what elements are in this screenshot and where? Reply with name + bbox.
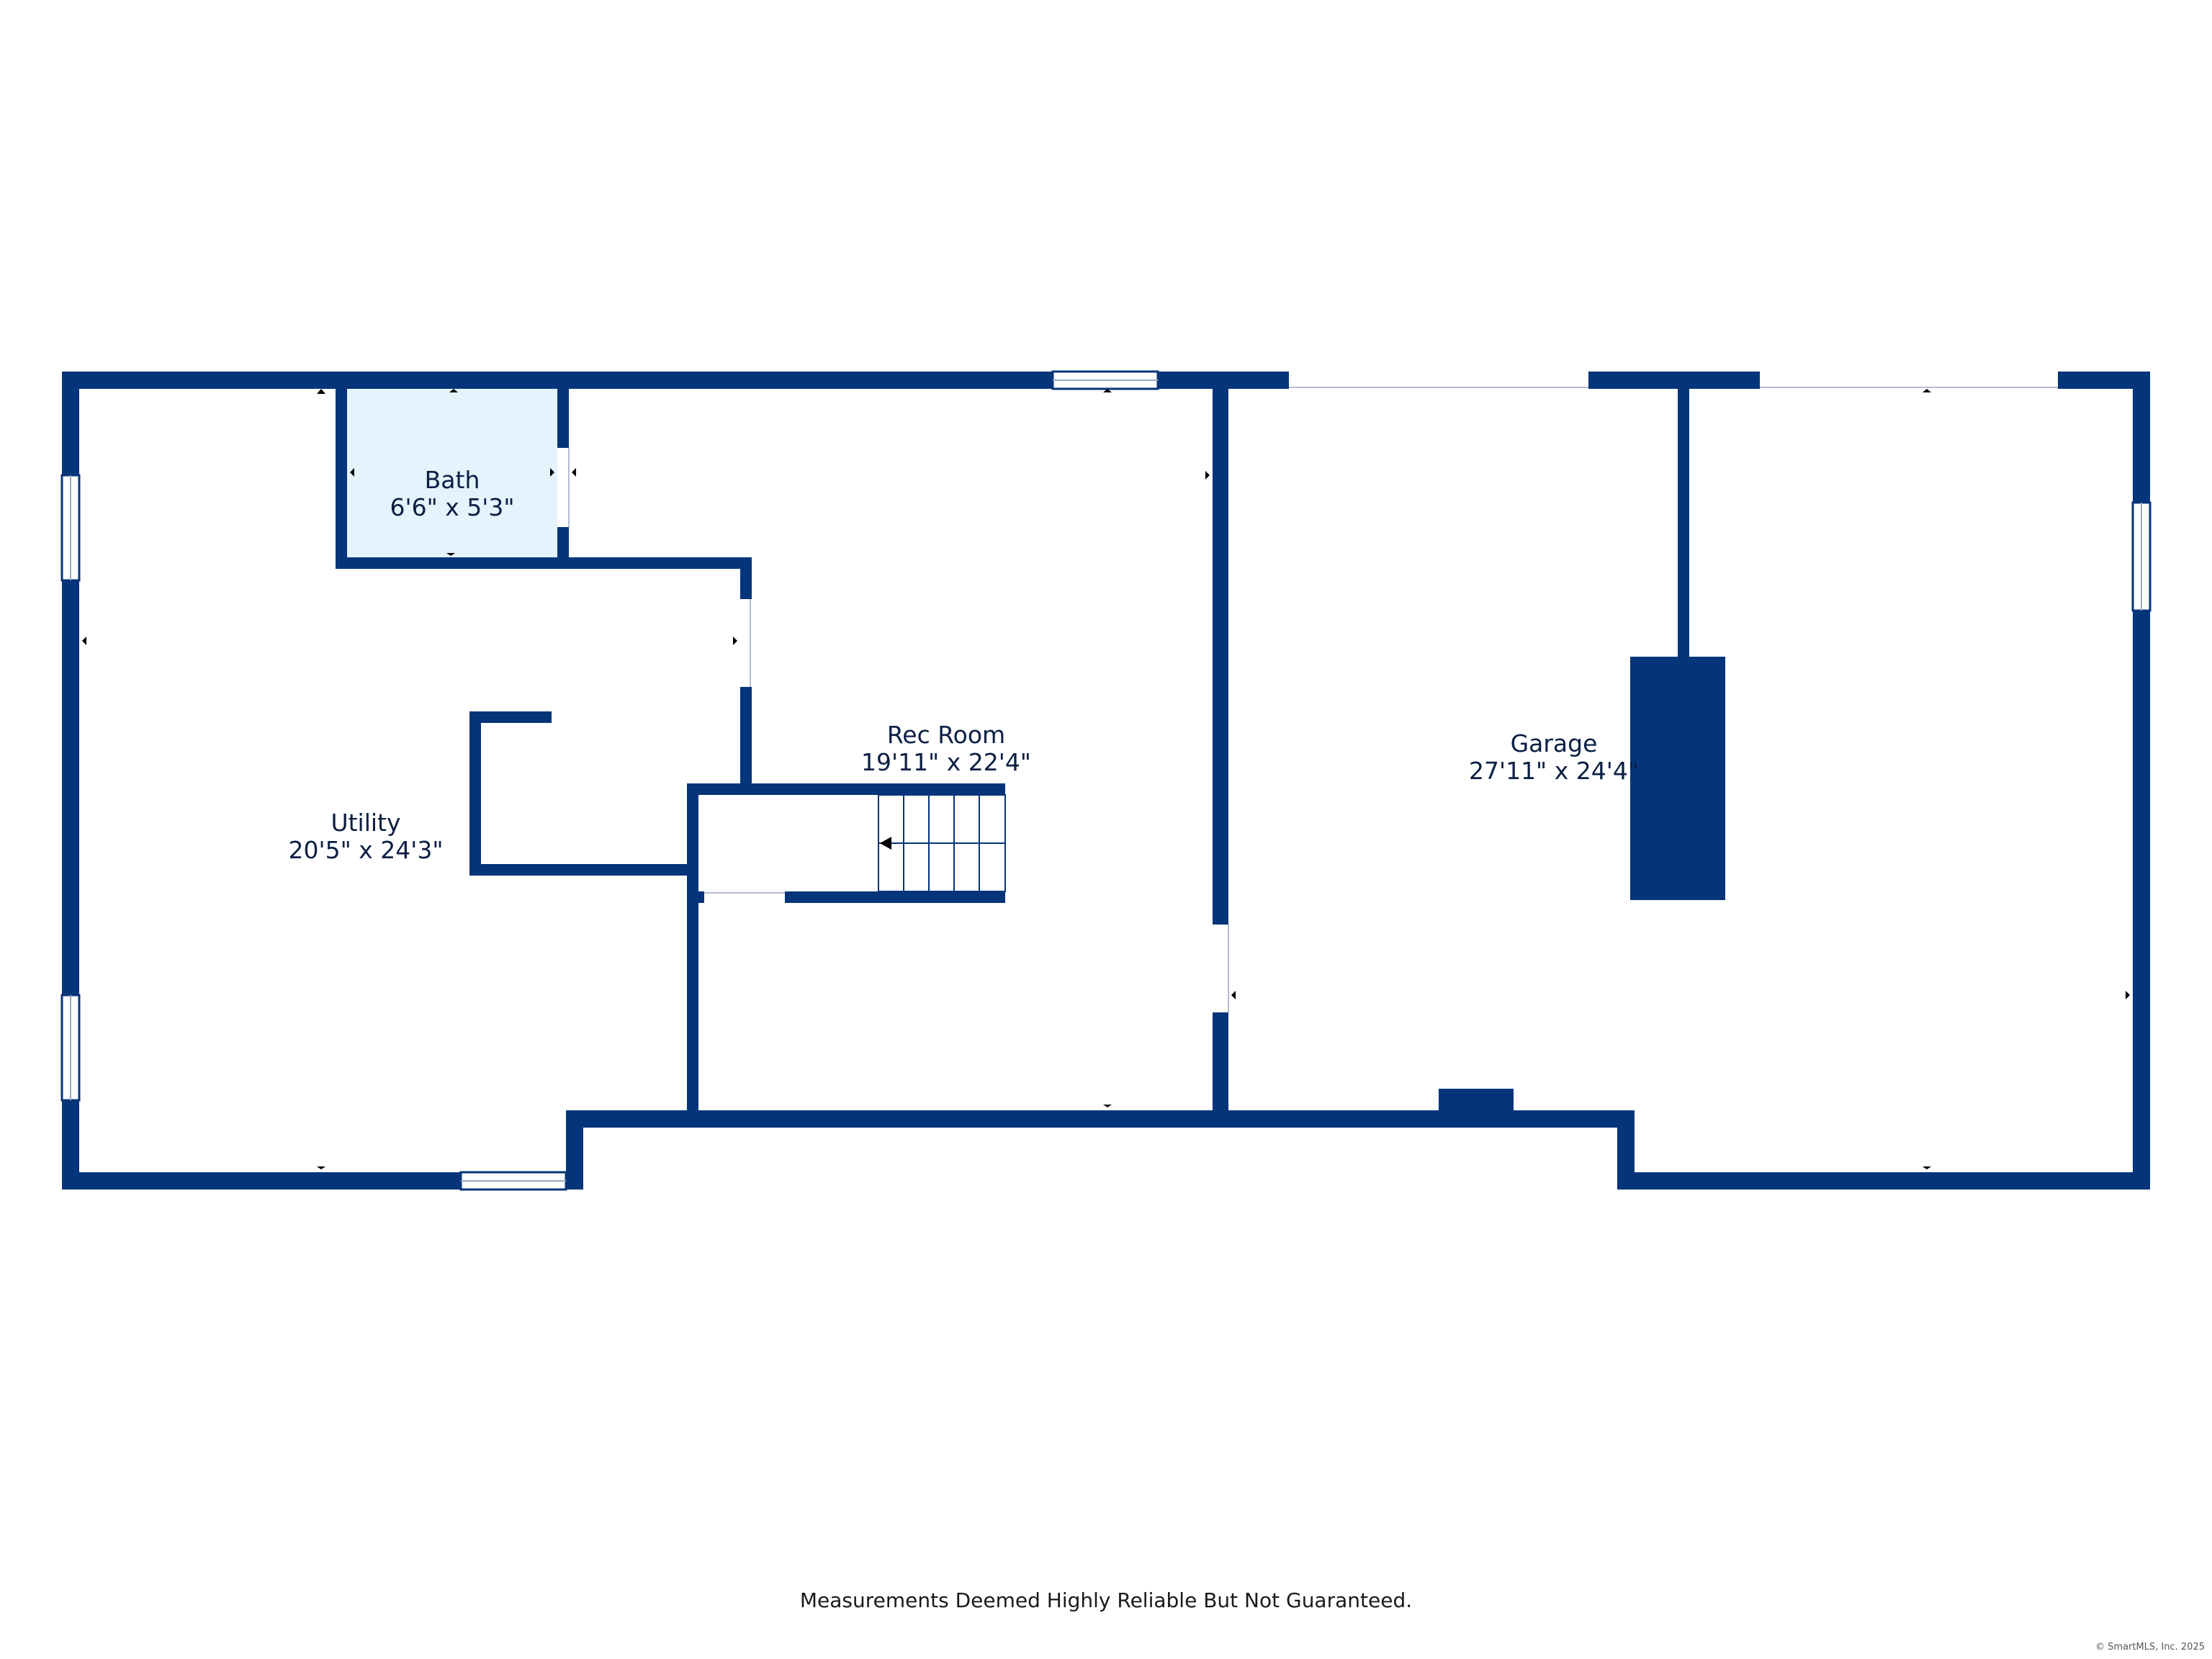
room-label-garage: Garage 27'11" x 24'4" bbox=[1469, 730, 1639, 785]
bath-dims: 6'6" x 5'3" bbox=[390, 493, 515, 521]
garage-dims: 27'11" x 24'4" bbox=[1469, 757, 1639, 785]
wall-bath-bottom bbox=[336, 557, 750, 569]
room-label-rec-room: Rec Room 19'11" x 22'4" bbox=[861, 721, 1031, 776]
wall-partition-left bbox=[469, 711, 481, 876]
garage-column-block bbox=[1630, 657, 1725, 900]
window-bottom bbox=[459, 1171, 567, 1191]
window-right bbox=[2131, 501, 2152, 612]
measurement-ticks bbox=[82, 389, 2130, 1169]
wall-garage-center bbox=[1678, 386, 1689, 660]
bath-room-fill bbox=[341, 386, 563, 560]
window-left-lower bbox=[60, 994, 81, 1102]
wall-top-garage-1 bbox=[1217, 372, 1289, 389]
opening-lines bbox=[568, 387, 2058, 1012]
room-label-bath: Bath 6'6" x 5'3" bbox=[390, 467, 515, 521]
wall-partition-bottom bbox=[469, 864, 698, 876]
stair-bottom-opening bbox=[704, 891, 785, 903]
garage-side-door-opening bbox=[1213, 925, 1228, 1012]
stair-direction-arrow bbox=[880, 837, 891, 850]
wall-rec-garage-divider bbox=[1213, 372, 1228, 1128]
rec-door-opening bbox=[740, 599, 752, 687]
garage-name: Garage bbox=[1510, 729, 1598, 757]
stairs bbox=[878, 794, 1006, 892]
wall-bottom-garage bbox=[1617, 1172, 2150, 1190]
garage-door-opening-1 bbox=[1289, 372, 1588, 389]
wall-right bbox=[2133, 372, 2150, 1190]
room-label-utility: Utility 20'5" x 24'3" bbox=[289, 809, 444, 864]
rec-room-dims: 19'11" x 22'4" bbox=[861, 748, 1031, 776]
rec-room-name: Rec Room bbox=[886, 721, 1006, 749]
wall-stair-top bbox=[687, 783, 1005, 795]
measurement-disclaimer: Measurements Deemed Highly Reliable But … bbox=[799, 1588, 1413, 1612]
wall-bump bbox=[1439, 1089, 1514, 1116]
copyright-notice: © SmartMLS, Inc. 2025 bbox=[2095, 1642, 2205, 1653]
garage-door-opening-2 bbox=[1760, 372, 2058, 389]
bath-door-opening bbox=[557, 448, 569, 527]
wall-top-garage-2 bbox=[1588, 372, 1760, 389]
openings bbox=[557, 372, 2058, 1012]
utility-name: Utility bbox=[331, 809, 401, 837]
utility-dims: 20'5" x 24'3" bbox=[288, 836, 444, 864]
wall-stair-left bbox=[687, 783, 698, 1119]
window-top bbox=[1051, 370, 1159, 390]
windows bbox=[60, 370, 2152, 1191]
bath-name: Bath bbox=[424, 466, 480, 494]
wall-partition-top bbox=[469, 711, 552, 723]
window-left-upper bbox=[60, 474, 81, 582]
wall-bath-left bbox=[336, 386, 347, 567]
